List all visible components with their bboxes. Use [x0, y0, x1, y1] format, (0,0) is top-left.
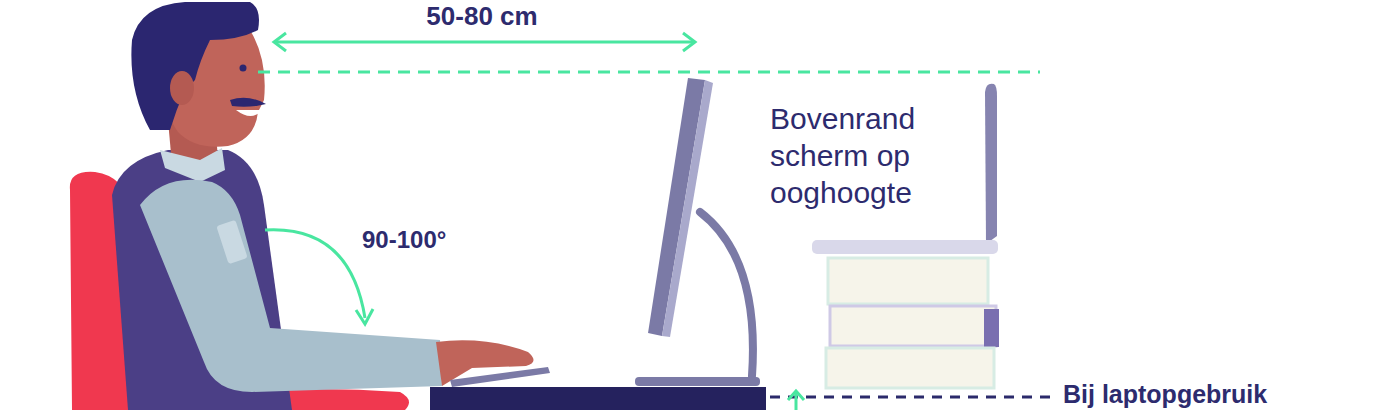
book [830, 306, 996, 346]
laptop-lid [985, 84, 997, 244]
desk-height-line [770, 396, 1055, 399]
arrow-head [683, 33, 695, 51]
arm [140, 180, 442, 392]
monitor-back [662, 80, 713, 337]
desk [430, 387, 766, 410]
arrow-head [356, 309, 373, 324]
keyboard [450, 367, 550, 387]
book [826, 348, 994, 388]
distance-arrow [276, 41, 693, 44]
book-spine [984, 309, 999, 347]
badge [216, 220, 247, 264]
dimension-label: 50-80 cm [426, 1, 537, 31]
angle-label: 90-100° [362, 226, 446, 254]
eye-height-line [258, 71, 1040, 74]
monitor-base [635, 377, 760, 386]
moustache [230, 98, 266, 107]
smile [236, 110, 262, 116]
laptop-base [812, 240, 998, 254]
eye [240, 65, 247, 72]
arrow-head [274, 33, 286, 51]
note-label: Bij laptopgebruik [1063, 381, 1267, 408]
angle-arrow [265, 230, 365, 318]
arrow-head [788, 391, 804, 400]
height-arrow [795, 393, 798, 410]
collar [160, 148, 225, 182]
ear [170, 71, 194, 105]
book [828, 258, 988, 304]
note-label: Bovenrand scherm op ooghoogte [770, 100, 985, 211]
monitor-stand [700, 212, 753, 376]
